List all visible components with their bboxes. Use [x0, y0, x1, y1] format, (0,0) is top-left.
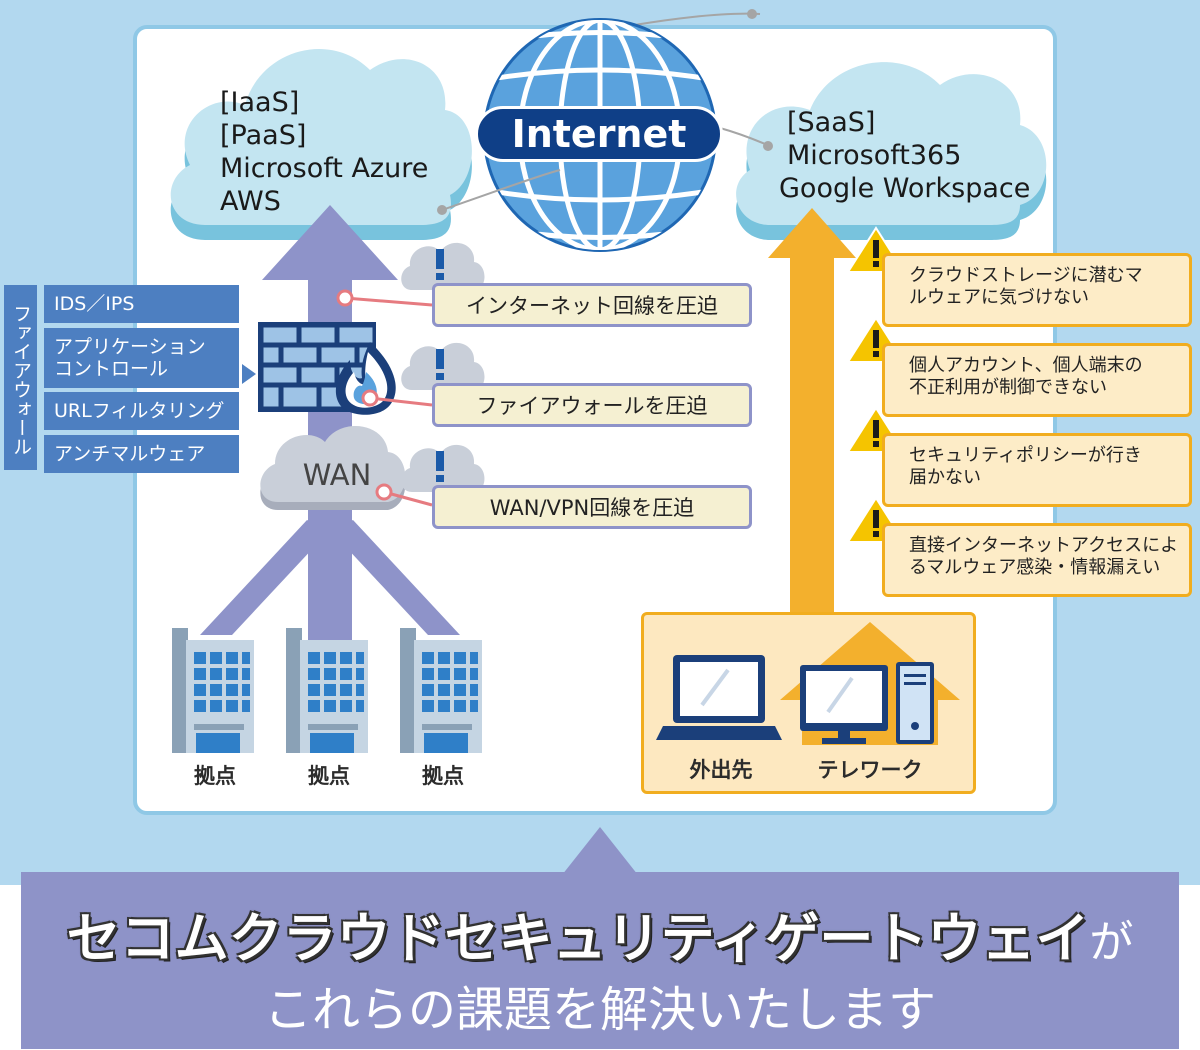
building-icon [400, 628, 482, 753]
issue-internet-line: インターネット回線を圧迫 [432, 283, 752, 327]
warning-cloud-storage: クラウドストレージに潜むマ ルウェアに気づけない [882, 253, 1192, 327]
warning-personal-account: 個人アカウント、個人端末の 不正利用が制御できない [882, 343, 1192, 417]
warning-line: セキュリティポリシーが行き [909, 445, 1142, 466]
away-label: 外出先 [689, 758, 753, 782]
right-cloud-icon [736, 62, 1047, 240]
warning-security-policy: セキュリティポリシーが行き 届かない [882, 433, 1192, 507]
firewall-title: ファイアウォール [4, 285, 37, 470]
banner-suffix: が [1089, 917, 1134, 968]
warning-line: 個人アカウント、個人端末の [909, 355, 1143, 376]
fw-item-anti-malware: アンチマルウェア [44, 435, 239, 473]
issue-connectors [336, 289, 433, 507]
fw-pointer-icon [242, 364, 256, 384]
left-cloud-label: [IaaS] [PaaS] Microsoft Azure AWS [220, 86, 428, 218]
cloud-line: Google Workspace [779, 173, 1031, 204]
issue-wan-vpn: WAN/VPN回線を圧迫 [432, 485, 752, 529]
warning-line: 不正利用が制御できない [909, 377, 1107, 398]
alert-cloud-icon [401, 242, 485, 290]
site-label: 拠点 [194, 764, 236, 788]
cloud-line: Microsoft Azure [220, 153, 429, 184]
site-label: 拠点 [422, 764, 464, 788]
warning-direct-access: 直接インターネットアクセスによ るマルウェア感染・情報漏えい [882, 523, 1192, 597]
warning-line: 直接インターネットアクセスによ [909, 535, 1179, 556]
site-label: 拠点 [308, 764, 350, 788]
orange-uplink-arrow [768, 208, 856, 612]
cloud-line: [SaaS] [787, 107, 876, 138]
issue-firewall: ファイアウォールを圧迫 [432, 383, 752, 427]
warning-line: 届かない [909, 467, 981, 488]
solution-banner: セコムクラウドセキュリティゲートウェイが これらの課題を解決いたします [21, 872, 1179, 1049]
alert-cloud-icon [401, 444, 485, 492]
product-name: セコムクラウドセキュリティゲートウェイ [66, 907, 1090, 970]
wan-cloud-icon [260, 425, 406, 510]
telework-label: テレワーク [817, 758, 923, 782]
cloud-line: AWS [220, 186, 281, 217]
fw-item-url-filtering: URLフィルタリング [44, 392, 239, 430]
warning-line: るマルウェア感染・情報漏えい [909, 557, 1161, 578]
banner-headline: セコムクラウドセキュリティゲートウェイが [21, 894, 1179, 973]
alert-cloud-icon [401, 342, 485, 390]
right-cloud-label: [SaaS] Microsoft365 Google Workspace [779, 106, 1030, 205]
cloud-line: Microsoft365 [787, 140, 962, 171]
building-icon [172, 628, 254, 753]
building-icon [286, 628, 368, 753]
warning-line: ルウェアに気づけない [909, 287, 1089, 308]
fw-item-app-control: アプリケーション コントロール [44, 328, 239, 388]
fw-item-ids-ips: IDS／IPS [44, 285, 239, 323]
warning-line: クラウドストレージに潜むマ [909, 265, 1143, 286]
cloud-line: [IaaS] [220, 87, 300, 118]
internet-badge: Internet [475, 106, 723, 162]
banner-pointer-icon [562, 827, 638, 875]
left-cloud-icon [170, 48, 472, 240]
cloud-line: [PaaS] [220, 120, 307, 151]
wan-label: WAN [302, 458, 372, 492]
banner-subline: これらの課題を解決いたします [263, 982, 936, 1038]
purple-uplink-arrow [200, 205, 460, 640]
